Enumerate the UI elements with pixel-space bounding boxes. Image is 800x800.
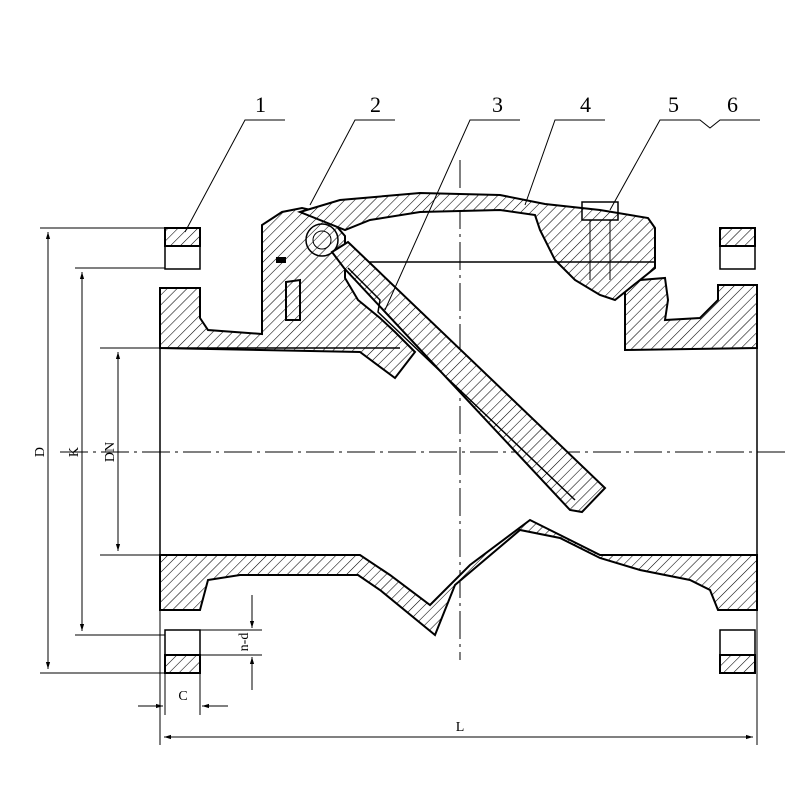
hinge-pin <box>305 223 339 257</box>
flange-top-left <box>164 227 201 247</box>
hinge-pin-inner <box>312 230 332 250</box>
callout-1: 1 <box>255 92 266 117</box>
callout-4: 4 <box>580 92 591 117</box>
callout-3: 3 <box>492 92 503 117</box>
flange-bolt-slot-top-right <box>719 245 756 270</box>
dim-label-K: K <box>67 447 82 457</box>
callout-6: 6 <box>727 92 738 117</box>
dim-label-n-d: n-d <box>237 633 252 652</box>
body-upper-right <box>624 276 758 352</box>
bonnet-bolt-head <box>581 201 619 221</box>
callout-2: 2 <box>370 92 381 117</box>
leader-4 <box>524 119 605 206</box>
dim-label-DN: DN <box>103 442 118 462</box>
bonnet-cover <box>296 191 656 302</box>
flange-bolt-slot-top-left <box>164 245 201 270</box>
flange-bottom-left <box>164 654 201 674</box>
leader-5 <box>609 119 760 211</box>
flange-bolt-slot-bottom-left <box>164 629 201 656</box>
swing-disc <box>330 240 607 514</box>
dim-label-C: C <box>178 689 187 704</box>
swing-disc-seal <box>347 267 576 501</box>
dim-label-L: L <box>456 720 465 735</box>
leader-1 <box>184 119 285 233</box>
leader-2 <box>309 119 395 206</box>
body-inner-boss <box>285 278 301 321</box>
callout-5: 5 <box>668 92 679 117</box>
leader-3 <box>384 119 520 311</box>
gasket-mark <box>276 257 286 263</box>
flange-top-right <box>719 227 756 247</box>
body-lower-wall <box>159 518 758 637</box>
dim-label-D: D <box>33 447 48 457</box>
flange-bottom-right <box>719 654 756 674</box>
flange-bolt-slot-bottom-right <box>719 629 756 656</box>
